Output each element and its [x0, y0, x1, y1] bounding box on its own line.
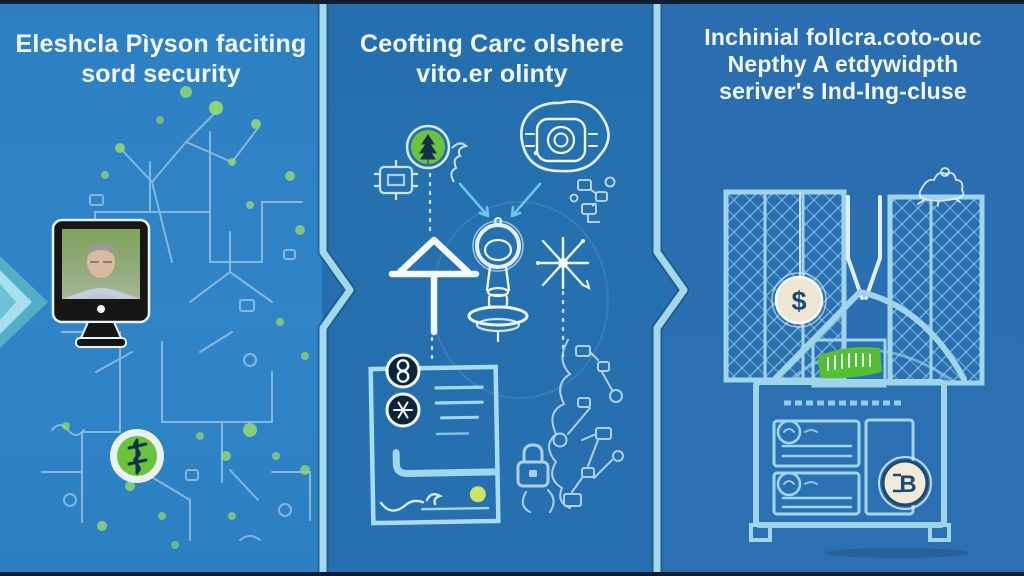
camera-icon: [520, 100, 610, 173]
currency-badge-icon: B: [878, 456, 932, 510]
dollar-glyph: $: [791, 286, 806, 316]
panel1-title-line1: Eleshcla Pìyson faciting: [15, 30, 307, 58]
panel3-title-line2: Nepthy A etdywidpth: [727, 51, 959, 78]
padlock-icon: [516, 443, 550, 488]
network-doodle: [41, 111, 311, 541]
house-body: [749, 379, 951, 542]
pendant-icon: [467, 217, 529, 343]
chimney-sketch: [846, 195, 882, 300]
crown-doodle: [917, 167, 965, 207]
tree-badge-icon: [405, 124, 451, 170]
panel-step-2: Ceofting Carc olshere vito.er olinty: [330, 0, 654, 576]
signed-document: [368, 364, 501, 526]
panel3-title: Inchinial follcra.coto-ouc Nepthy A etdy…: [662, 24, 1024, 105]
panel2-title-line1: Ceofting Carc olshere: [360, 30, 624, 58]
monitor-with-portrait: [51, 218, 151, 348]
up-arrow-icon: [388, 236, 480, 336]
panel2-title-line2: vito.er olinty: [416, 59, 568, 88]
signature-squiggle: [379, 493, 444, 512]
flowchart-doodle: [516, 339, 624, 513]
medical-badge-icon: [110, 429, 164, 483]
dashed-connectors: [428, 172, 565, 364]
panel1-title: Eleshcla Pìyson faciting sord security: [0, 30, 322, 89]
panel3-art: $: [723, 167, 985, 558]
panel-step-3: Inchinial follcra.coto-ouc Nepthy A etdy…: [662, 0, 1024, 576]
chevron-divider-1: [317, 0, 356, 576]
panel3-title-line1: Inchinial follcra.coto-ouc: [704, 24, 982, 50]
panel-step-1: Eleshcla Pìyson faciting sord security: [0, 0, 322, 576]
link-badge-icon: [385, 353, 421, 389]
asterisk-badge-icon: [385, 392, 421, 428]
ground-shadow: [825, 548, 969, 558]
panel1-art: [41, 86, 311, 549]
currency-glyph: B: [899, 471, 916, 498]
squiggle-doodle: [450, 142, 469, 183]
snowflake-icon: [536, 236, 591, 290]
green-banner: [811, 338, 887, 388]
chevron-divider-2: [651, 0, 690, 576]
top-border: [0, 0, 1024, 4]
edge-arrow-icon: [0, 256, 48, 348]
hatched-panels: [723, 189, 985, 386]
bottom-border: [0, 572, 1024, 576]
box-cluster-doodle: [569, 176, 616, 223]
panel1-title-line2: sord security: [81, 59, 241, 88]
flow-arrows: [458, 182, 542, 218]
panel3-title-line3: seriver's Ind-Ing-cluse: [719, 78, 967, 105]
panel2-title: Ceofting Carc olshere vito.er olinty: [330, 30, 654, 89]
chip-icon: [374, 160, 418, 200]
monitor-button: [97, 305, 105, 313]
dollar-coin-icon: $: [771, 192, 827, 328]
seal-dot: [469, 486, 486, 503]
panel2-art: [368, 100, 624, 526]
